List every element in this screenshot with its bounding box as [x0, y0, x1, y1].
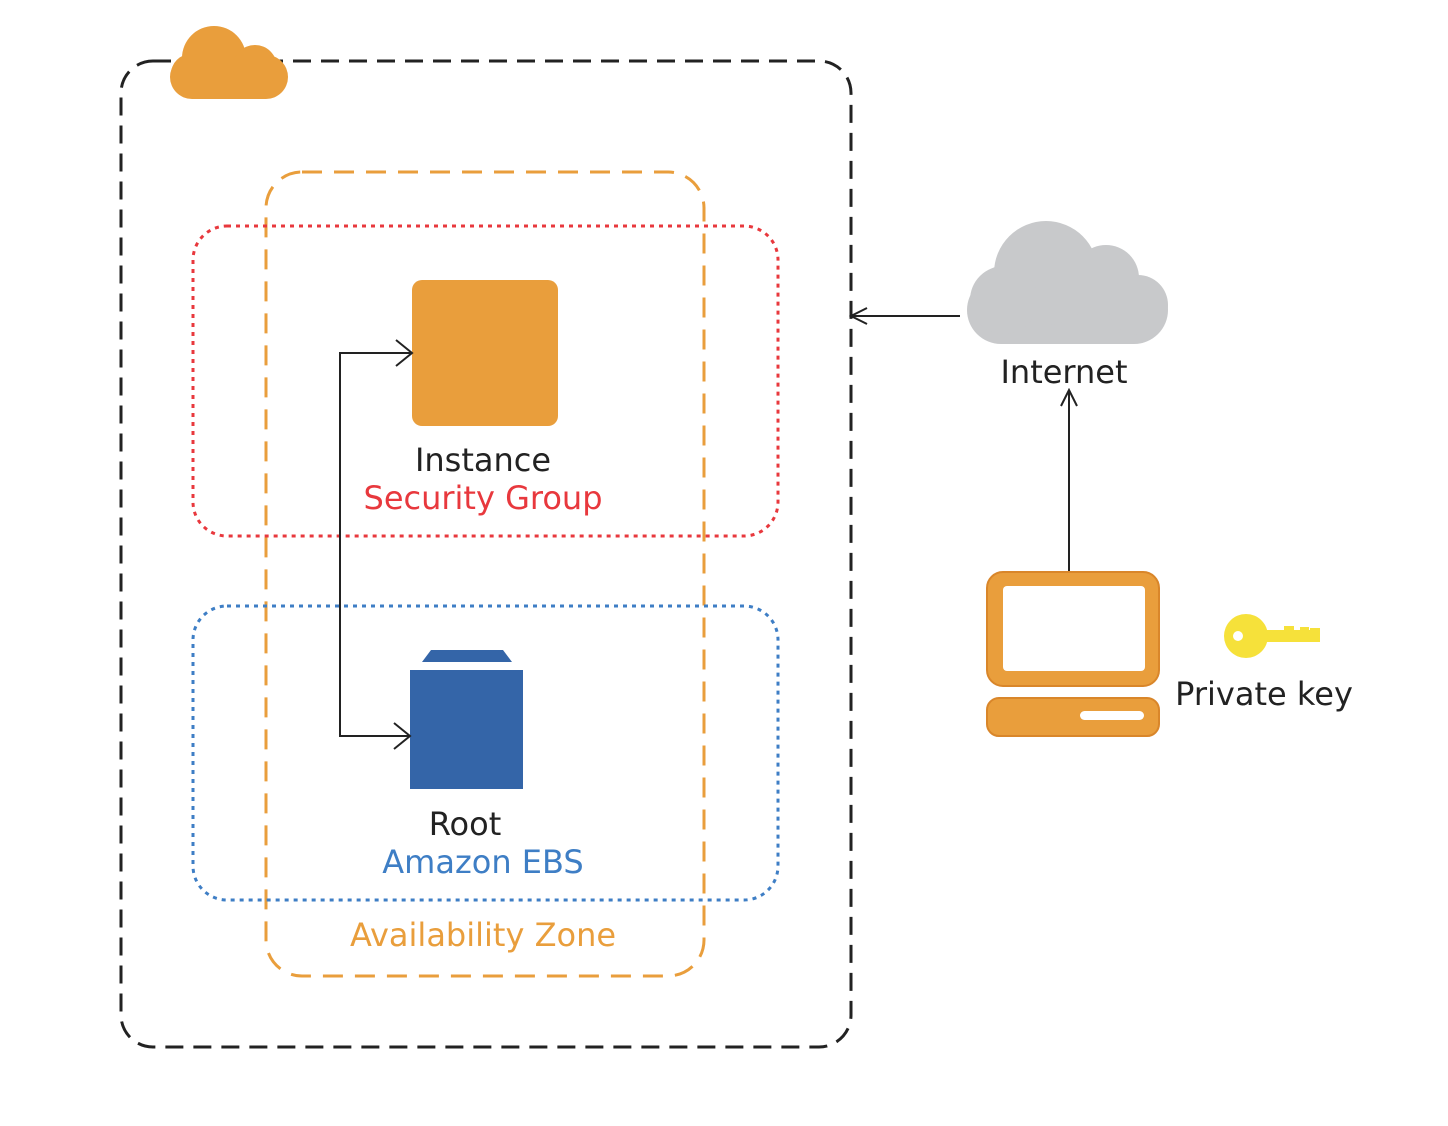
internet-cloud-icon — [967, 221, 1168, 344]
internet-label: Internet — [1000, 353, 1127, 391]
ec2-instance-icon — [412, 280, 558, 426]
availability-zone-label: Availability Zone — [350, 916, 616, 954]
ebs-label: Amazon EBS — [382, 843, 583, 881]
security-group-label: Security Group — [364, 479, 603, 517]
aws-cloud-boundary — [119, 59, 853, 1049]
private-key-label: Private key — [1175, 675, 1353, 713]
key-icon — [1224, 614, 1320, 658]
ebs-volume-icon — [410, 650, 523, 789]
instance-ebs-connector — [339, 339, 414, 750]
availability-zone-boundary — [264, 170, 706, 978]
root-label: Root — [429, 805, 502, 843]
ebs-boundary — [191, 604, 780, 902]
computer-icon — [986, 571, 1160, 737]
instance-label: Instance — [415, 441, 551, 479]
aws-cloud-icon — [170, 26, 288, 99]
